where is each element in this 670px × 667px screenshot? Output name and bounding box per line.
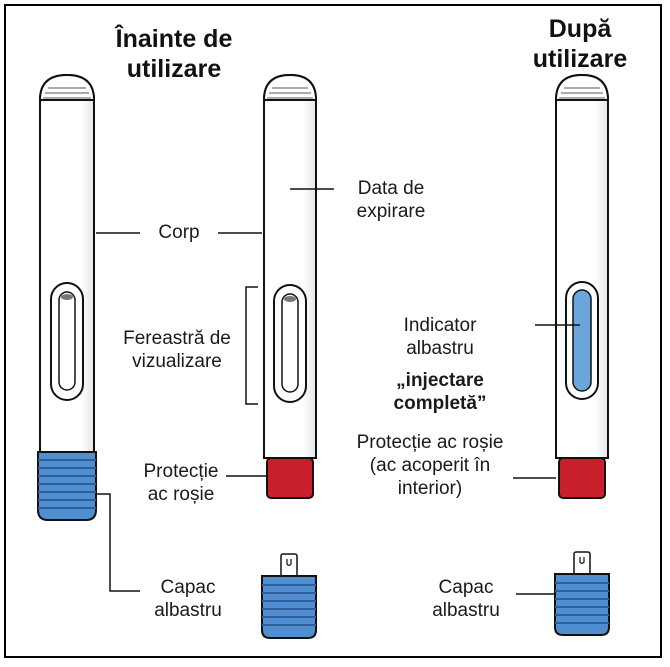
viewing-window-inner [281, 293, 299, 393]
header-after-use: După utilizare [520, 14, 640, 74]
label-red-needle-guard-after: Protecție ac roșie (ac acoperit în inter… [356, 432, 504, 499]
blue-indicator [572, 289, 592, 392]
red-needle-guard [558, 457, 606, 499]
header-before-line1: Înainte de [115, 25, 233, 53]
label-blue-indicator: Indicator albastru [403, 315, 477, 359]
pen-before-cap-removed [262, 73, 318, 499]
pen-before-with-cap [37, 73, 97, 521]
top-grip-lines [267, 87, 313, 99]
label-expiry-date: Data de expirare [356, 178, 426, 222]
label-blue-cap-left: Capac albastru [154, 577, 222, 621]
header-before-line2: utilizare [126, 55, 222, 83]
viewing-window-inner [58, 291, 76, 391]
leader-lines [96, 188, 580, 595]
label-blue-cap-right: Capac albastru [432, 577, 500, 621]
blue-cap [37, 451, 97, 521]
window-bracket [245, 286, 258, 405]
red-needle-guard [266, 457, 314, 499]
loose-blue-cap-right [554, 551, 610, 636]
diagram-frame [4, 4, 662, 658]
top-grip-lines [43, 87, 91, 99]
label-viewing-window: Fereastră de vizualizare [123, 328, 231, 372]
leader-blue-cap [96, 493, 140, 592]
top-grip-lines [559, 87, 605, 99]
header-after-line2: utilizare [532, 45, 628, 73]
label-body: Corp [158, 222, 200, 243]
loose-blue-cap-left [261, 553, 317, 639]
header-before-use: Înainte de utilizare [104, 24, 244, 84]
label-injection-complete: „injectare completă” [393, 370, 487, 414]
header-after-line1: După [548, 15, 612, 43]
pen-after [554, 73, 610, 499]
pen-body [555, 73, 609, 459]
blue-cap-ridges [38, 459, 96, 509]
label-red-needle-guard: Protecție ac roșie [143, 461, 219, 505]
